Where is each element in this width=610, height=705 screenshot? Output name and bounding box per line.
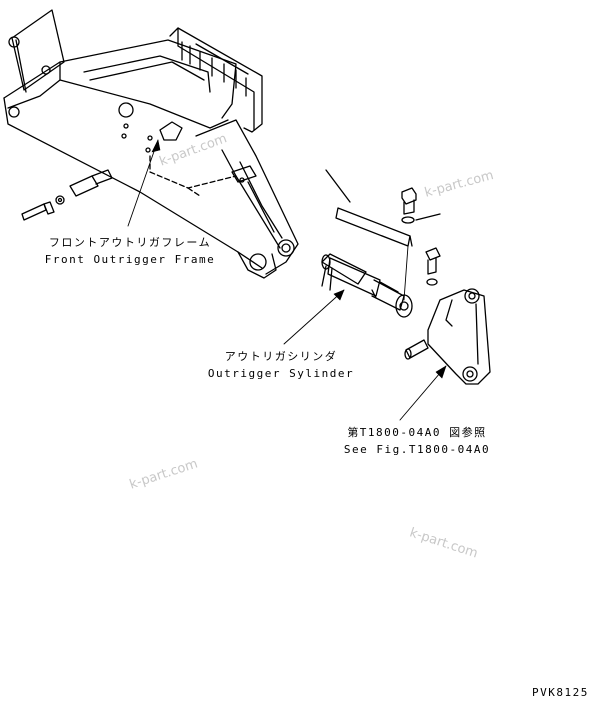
ref-label-en: See Fig.T1800-04A0 (343, 443, 491, 456)
small-pin (404, 339, 429, 360)
outrigger-cylinder (321, 253, 413, 318)
bolt-washer-upper (401, 187, 441, 224)
frame-label-en: Front Outrigger Frame (44, 253, 216, 266)
front-outrigger-frame (3, 9, 299, 279)
frame-label-jp: フロントアウトリガフレーム (48, 236, 212, 249)
frame-leader (127, 139, 159, 227)
ref-leader-arrow (435, 365, 447, 379)
cylinder-label-jp: アウトリガシリンダ (224, 350, 338, 363)
cylinder-leader (283, 289, 345, 345)
drawing-code: PVK8125 (532, 686, 589, 699)
ref-leader (399, 365, 447, 421)
bolt-washer-middle (425, 247, 441, 286)
frame-leader-arrow (151, 139, 161, 153)
cylinder-leader-arrow (333, 289, 345, 301)
ref-label-jp: 第T1800-04A0 図参照 (347, 426, 487, 439)
pin (325, 169, 413, 301)
bracket (427, 288, 491, 385)
cylinder-label-en: Outrigger Sylinder (207, 367, 355, 380)
